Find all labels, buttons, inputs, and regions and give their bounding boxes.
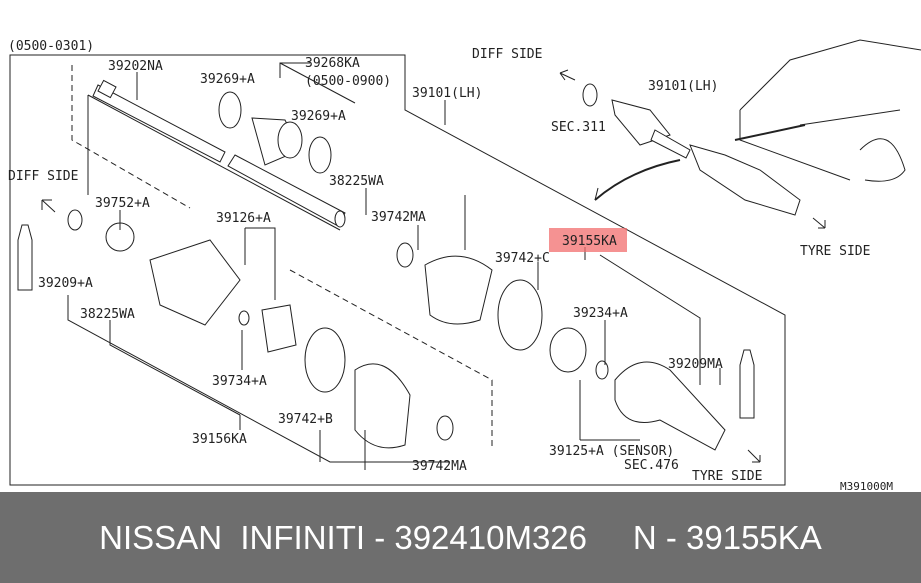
part-number-banner: NISSAN INFINITI - 392410M326 N - 39155KA: [0, 492, 921, 583]
part-number-text: NISSAN INFINITI - 392410M326 N - 39155KA: [99, 518, 822, 556]
date-range-boot: (0500-0900): [305, 74, 391, 89]
label-38225WA[interactable]: 38225WA: [329, 174, 384, 189]
inner-cv-housing: [149, 239, 241, 326]
inset-label-sec311[interactable]: SEC.311: [551, 120, 606, 135]
label-39234A[interactable]: 39234+A: [573, 306, 628, 321]
label-38225WA[interactable]: 38225WA: [80, 307, 135, 322]
frame-outline: [9, 54, 786, 486]
date-range-main: (0500-0301): [8, 39, 94, 54]
clamp: [308, 136, 332, 174]
label-39742C[interactable]: 39742+C: [495, 251, 550, 266]
highlight-39155KA: [549, 228, 627, 252]
inset-tyre-side-label: TYRE SIDE: [800, 244, 870, 259]
diff-side-arrow: [41, 199, 56, 213]
label-39202NA[interactable]: 39202NA: [108, 59, 163, 74]
sensor-ring: [549, 327, 587, 373]
diff-side-label: DIFF SIDE: [8, 169, 78, 184]
label-39125A[interactable]: 39125+A (SENSOR): [549, 444, 674, 459]
inset-diff-side-label: DIFF SIDE: [472, 47, 542, 62]
label-39742MA[interactable]: 39742MA: [371, 210, 426, 225]
label-39269A[interactable]: 39269+A: [291, 109, 346, 124]
drive-shaft: [92, 79, 346, 228]
grease-tube: [17, 224, 33, 291]
label-39126A[interactable]: 39126+A: [216, 211, 271, 226]
label-sec476[interactable]: SEC.476: [624, 458, 679, 473]
label-39268KA[interactable]: 39268KA: [305, 56, 360, 71]
label-39101LH[interactable]: 39101(LH): [412, 86, 482, 101]
inner-boot: [354, 363, 411, 449]
shaft-dash-box: [71, 65, 191, 209]
label-39269A[interactable]: 39269+A: [200, 72, 255, 87]
drawing-code: M391000M: [840, 480, 893, 492]
tyre-side-label: TYRE SIDE: [692, 469, 762, 484]
outer-boot: [424, 255, 493, 325]
label-39209A[interactable]: 39209+A: [38, 276, 93, 291]
tyre-side-arrow: [747, 449, 761, 463]
label-39742B[interactable]: 39742+B: [278, 412, 333, 427]
parts-diagram: (0500-0301) 39202NA 39268KA 39269+A (050…: [8, 39, 921, 492]
label-39155KA[interactable]: 39155KA: [562, 234, 617, 249]
label-39752A[interactable]: 39752+A: [95, 196, 150, 211]
inset-overview: [559, 39, 921, 229]
clamp: [218, 91, 242, 129]
outer-cv-joint: [614, 361, 726, 451]
label-39209MA[interactable]: 39209MA: [668, 357, 723, 372]
label-39734A[interactable]: 39734+A: [212, 374, 267, 389]
label-39156KA[interactable]: 39156KA: [192, 432, 247, 447]
tripod: [261, 304, 297, 353]
label-39742MA[interactable]: 39742MA: [412, 459, 467, 474]
grease-tube: [739, 349, 755, 419]
inset-label-39101LH[interactable]: 39101(LH): [648, 79, 718, 94]
